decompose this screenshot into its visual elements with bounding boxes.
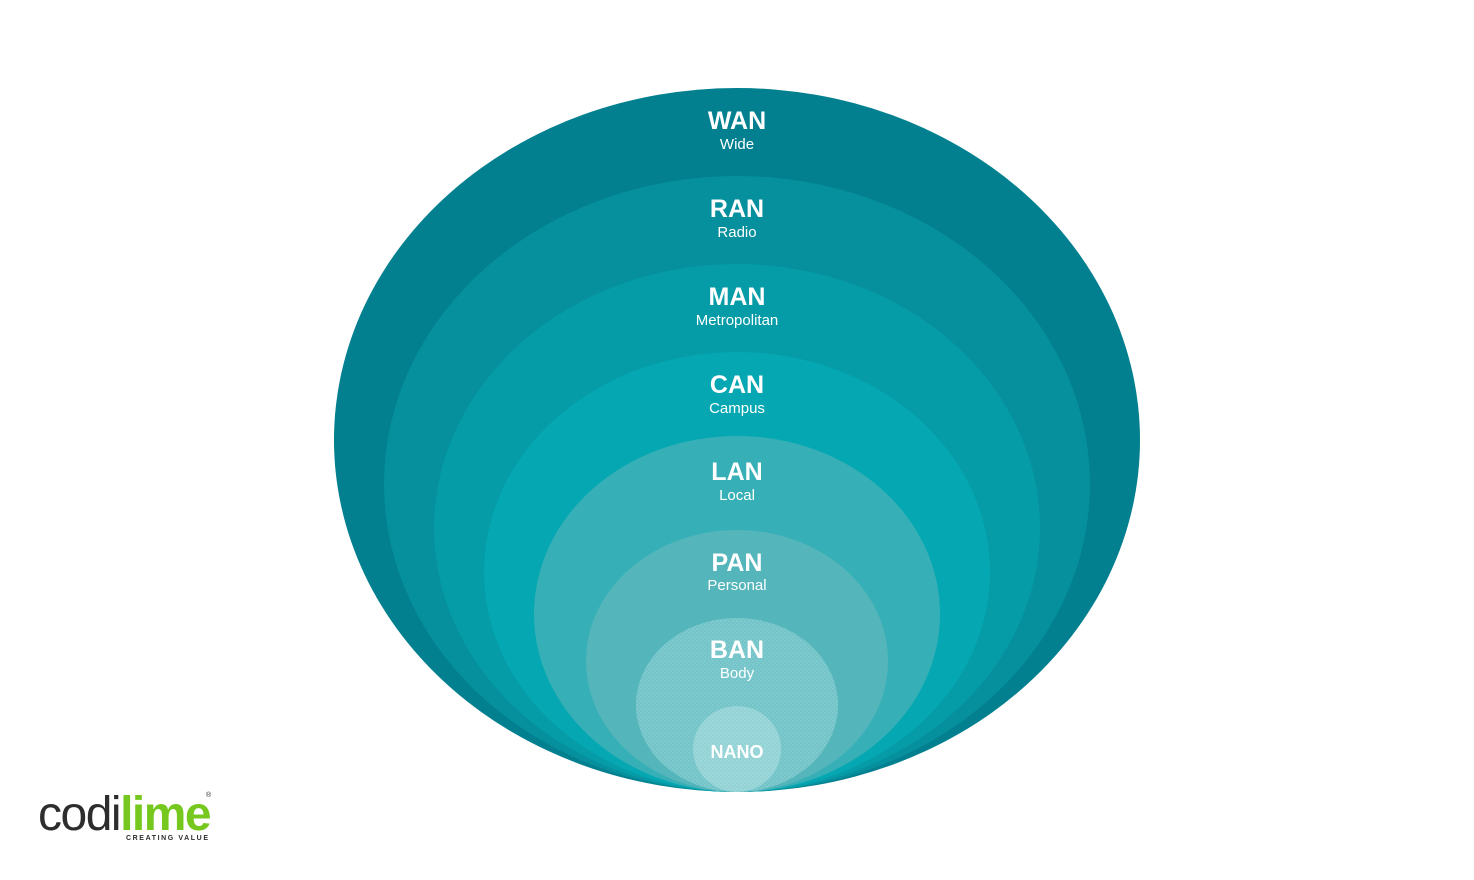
layer-can-name: Campus — [709, 400, 765, 417]
logo-lime: lime — [120, 788, 211, 841]
logo-tagline: CREATING VALUE — [126, 835, 210, 842]
layer-man-abbr: MAN — [709, 283, 766, 311]
nano-dot-texture — [693, 706, 781, 792]
layer-ban-name: Body — [720, 665, 755, 682]
codilime-logo: codilime ® CREATING VALUE — [38, 788, 212, 842]
layer-pan-abbr: PAN — [712, 549, 763, 577]
layer-man-name: Metropolitan — [696, 312, 779, 329]
layer-ran-name: Radio — [717, 224, 756, 241]
logo-wordmark: codilime — [38, 788, 211, 841]
layer-can-abbr: CAN — [710, 371, 764, 399]
logo-codi: codi — [38, 788, 120, 841]
ban-dot-texture — [636, 618, 838, 792]
layer-nano-abbr: NANO — [711, 742, 764, 762]
layer-lan-abbr: LAN — [711, 458, 762, 486]
layer-pan-name: Personal — [707, 577, 766, 594]
layer-wan-name: Wide — [720, 136, 754, 153]
layer-ran-abbr: RAN — [710, 195, 764, 223]
logo-registered-mark: ® — [206, 791, 212, 799]
layer-lan-name: Local — [719, 487, 755, 504]
layer-ban-abbr: BAN — [710, 636, 764, 664]
layer-wan-abbr: WAN — [708, 107, 766, 135]
